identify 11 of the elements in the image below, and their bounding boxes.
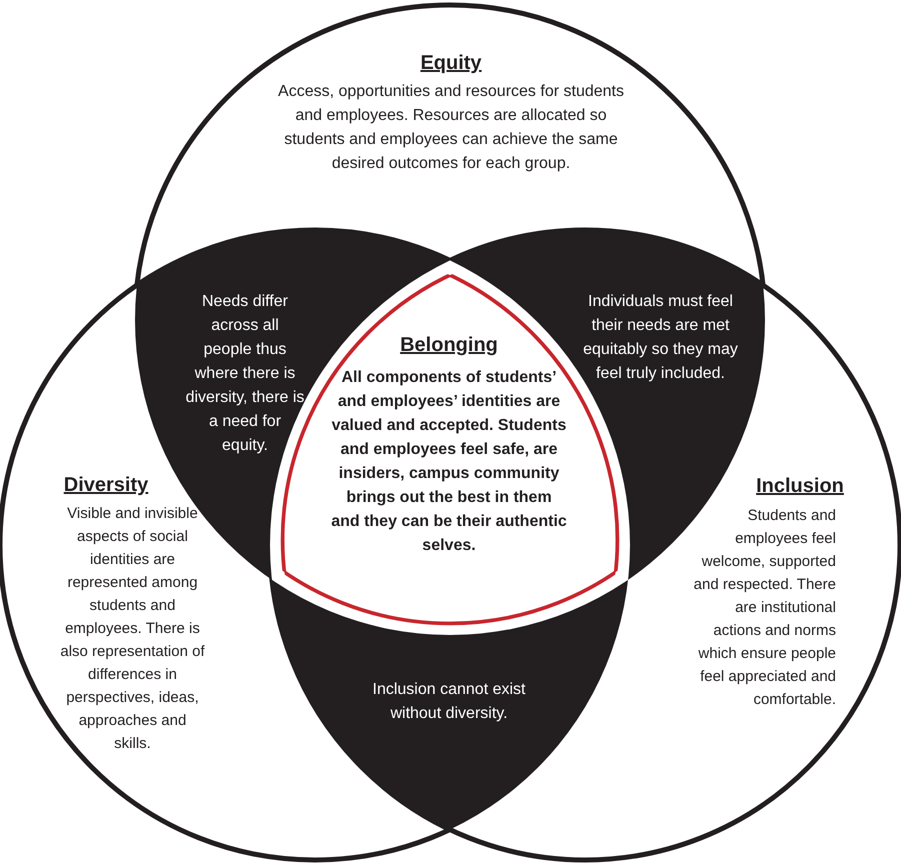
overlap-text: Inclusion cannot exist without diversity.	[372, 680, 526, 724]
circle-heading: Equity	[420, 51, 482, 76]
overlap-text: Individuals must feel their needs are met equitably so they may feel truly included.	[582, 292, 739, 384]
circle-heading: Diversity	[64, 473, 148, 498]
overlap-text: Needs differ across all people thus where there is diversity, there is a need for equity.	[185, 292, 305, 456]
circle-heading: Inclusion	[756, 474, 844, 499]
circle-description: Visible and invisible aspects of social identities are represented among students and employees. There is also representation of differences in perspectives, ideas, approaches and skills.	[60, 504, 205, 754]
circle-description: Access, opportunities and resources for students and employees. Resources are allocated so students and employees can achieve the same desired outcomes for each group.	[277, 82, 625, 174]
center-heading: Belonging	[400, 333, 498, 358]
center-description: All components of students’ and employees’ identities are valued and accepted. Students and employees feel safe, are insiders, campus community brings out the best in them and they can be their authentic selves.	[331, 368, 567, 556]
circle-description: Students and employees feel welcome, supported and respected. There are institutional actions and norms which ensure people feel appreciated and comfortable.	[692, 506, 836, 710]
